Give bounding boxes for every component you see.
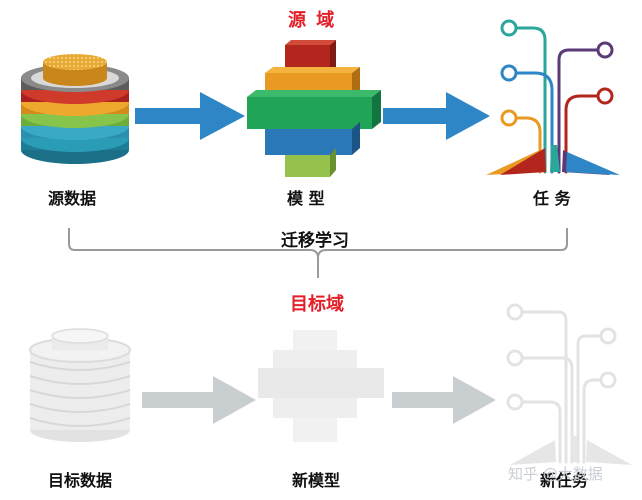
task-tree-icon [486,19,620,175]
arrow-new-model-to-new-task-icon [392,376,496,424]
watermark-text: 知乎 @大数据 [508,465,603,483]
new-model-label: 新模型 [292,471,341,490]
task-label: 任 务 [533,189,571,208]
target-domain-title: 目标域 [290,294,344,315]
arrow-target-data-to-new-model-icon [142,376,256,424]
model-label: 模 型 [287,189,325,208]
transfer-learning-label: 迁移学习 [281,231,349,251]
new-model-blocks-icon [258,330,384,442]
source-data-label: 源数据 [48,189,97,208]
target-data-label: 目标数据 [48,471,113,490]
new-task-label: 新任务 [540,471,589,490]
source-domain-title: 源 域 [288,10,337,31]
model-blocks-icon [247,40,381,177]
source-data-disk-stack-icon [21,54,129,164]
new-task-tree-icon [506,303,632,465]
arrow-model-to-task-icon [383,92,490,140]
arrow-data-to-model-icon [135,92,245,140]
target-data-disk-stack-icon [29,328,131,442]
transfer-learning-bracket [68,228,568,278]
